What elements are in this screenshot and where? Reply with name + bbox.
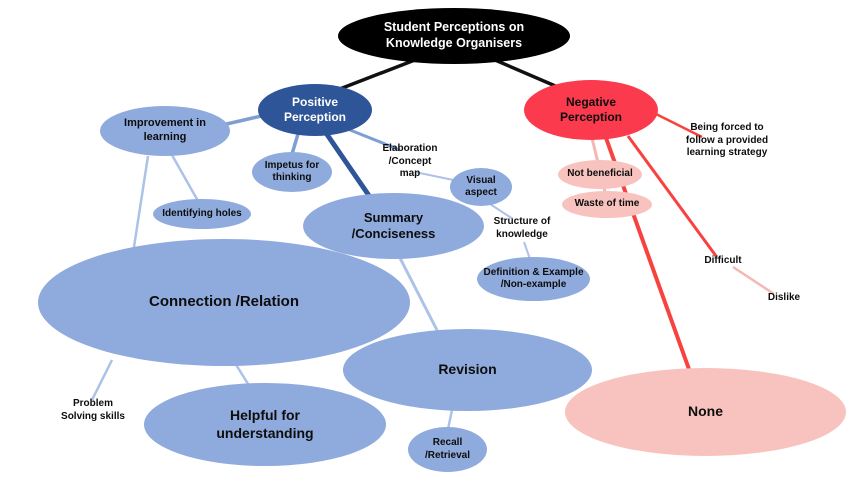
node-revision: Revision [343,329,592,411]
edge-positive-impetus [290,133,300,155]
node-recall-retrieval: Recall /Retrieval [408,427,487,472]
node-root: Student Perceptions on Knowledge Organis… [338,8,570,64]
edge-negative-difficult [626,135,718,257]
node-improvement-in-learning: Improvement in learning [100,106,230,156]
edge-structure-definition [523,241,531,260]
node-dislike: Dislike [767,292,801,303]
node-problem-solving-skills: Problem Solving skills [61,398,125,422]
node-none: None [565,368,846,456]
node-impetus-for-thinking: Impetus for thinking [252,152,332,192]
edge-difficult-dislike [732,265,775,296]
node-waste-of-time: Waste of time [562,191,652,218]
edge-root-positive [331,56,421,94]
edge-improvement-identifying [170,154,200,202]
node-summary-conciseness: Summary /Conciseness [303,193,484,259]
node-elaboration-concept-map: Elaboration /Concept map [382,143,438,179]
edge-visual-structure [489,203,514,220]
node-helpful-for-understanding: Helpful for understanding [144,383,386,466]
edge-positive-summary [323,131,375,202]
edge-connection-problem [90,359,114,401]
node-definition-example: Definition & Example /Non-example [477,257,590,301]
edge-positive-elaboration [344,126,401,152]
edge-root-negative [494,58,561,90]
node-positive-perception: Positive Perception [258,84,372,136]
edge-improvement-connection [130,155,150,261]
node-negative-perception: Negative Perception [524,80,658,140]
node-being-forced-strategy: Being forced to follow a provided learni… [685,122,769,158]
node-visual-aspect: Visual aspect [450,168,512,206]
edge-summary-revision [398,257,442,337]
node-difficult: Difficult [704,255,742,266]
node-connection-relation: Connection /Relation [38,239,410,366]
node-not-beneficial: Not beneficial [558,160,642,189]
node-identifying-holes: Identifying holes [153,199,251,229]
node-structure-of-knowledge: Structure of knowledge [493,216,551,240]
edge-elaboration-visual [414,171,459,182]
